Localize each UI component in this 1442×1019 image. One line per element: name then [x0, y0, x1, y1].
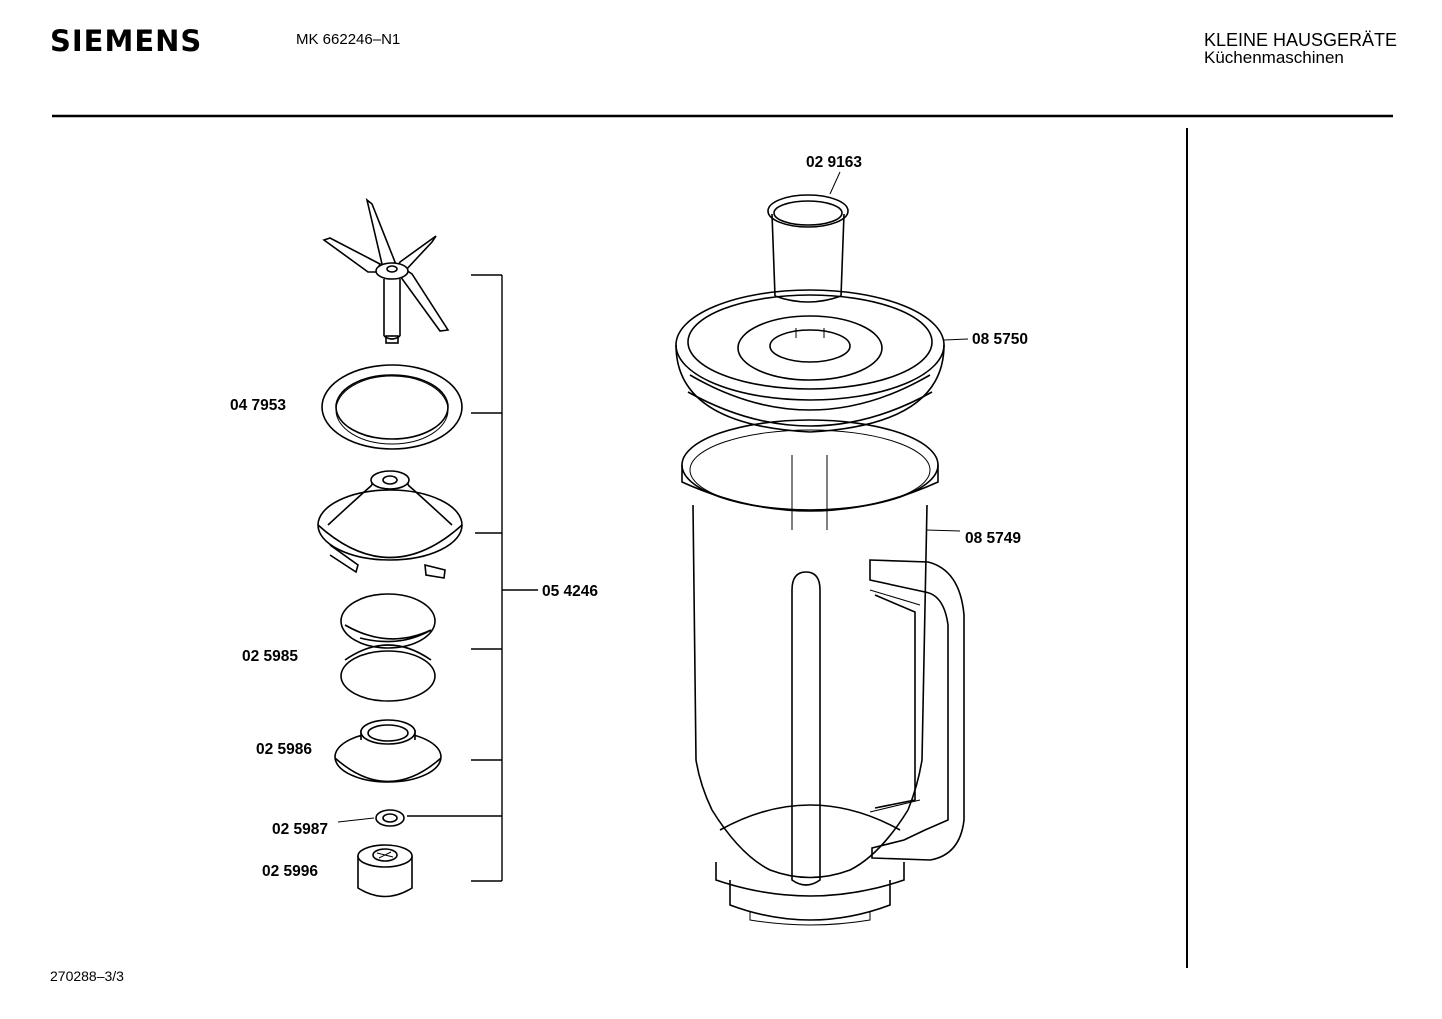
part-label-small-ring: 02 5987 — [272, 821, 328, 838]
part-label-springs: 02 5985 — [242, 648, 298, 665]
part-label-assembly: 05 4246 — [542, 583, 598, 600]
document-number: 270288–3/3 — [50, 968, 124, 984]
seal-ring-part — [321, 364, 463, 450]
spring-rings-part — [340, 593, 436, 702]
category-title: KLEINE HAUSGERÄTE — [1204, 30, 1398, 50]
small-ring-part — [337, 809, 405, 827]
part-label-measuring-cup: 02 9163 — [806, 154, 862, 171]
lid-part — [675, 289, 969, 433]
subcategory-title: Küchenmaschinen — [1204, 48, 1344, 67]
jug-part — [681, 419, 965, 926]
part-label-coupling: 02 5996 — [262, 863, 318, 880]
brand-logo: SIEMENS — [50, 24, 203, 58]
measuring-cup-part — [767, 171, 849, 303]
coupling-part — [357, 844, 413, 898]
model-number: MK 662246–N1 — [296, 31, 401, 48]
assembly-bracket — [407, 274, 538, 882]
part-label-jug: 08 5749 — [965, 530, 1021, 547]
bearing-housing-part — [317, 470, 463, 579]
knife-blade-part — [322, 197, 450, 344]
part-label-seal-ring: 04 7953 — [230, 397, 286, 414]
part-label-lid: 08 5750 — [972, 331, 1028, 348]
bushing-part — [334, 719, 442, 783]
part-label-bushing: 02 5986 — [256, 741, 312, 758]
